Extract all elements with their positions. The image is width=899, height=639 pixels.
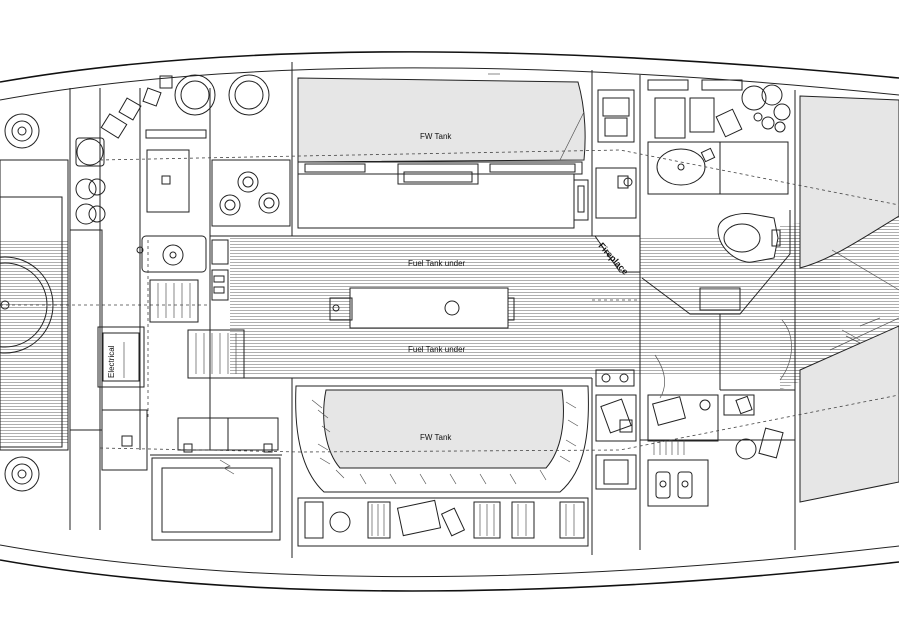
fuel-tank-lower-label: Fuel Tank under: [408, 345, 466, 354]
helm-pedestal: [0, 256, 54, 354]
refrigerator: [151, 457, 281, 541]
winch-top: [4, 113, 40, 149]
hull-inner-bottom: [0, 544, 899, 578]
galley-sink: [141, 235, 207, 273]
hatch-rings: [100, 113, 128, 139]
saloon: FW Tank Fuel Tank under Fuel Tank under …: [210, 62, 593, 558]
burner-1: [219, 194, 241, 216]
head-basin: [656, 148, 706, 186]
burner-3: [258, 192, 280, 214]
fw-tank-aft-label: FW Tank: [420, 433, 452, 442]
saloon-table: [349, 287, 509, 329]
forward-head: Fireplace: [592, 75, 867, 550]
electrical-label: Electrical: [107, 345, 116, 378]
fore-cabin: [799, 95, 899, 503]
galley: [101, 74, 291, 541]
fireplace: [594, 235, 641, 273]
galley-counter: [146, 149, 190, 213]
hull-outline: [0, 51, 899, 83]
electrical-panel: Electrical: [97, 326, 145, 388]
stove: [211, 159, 291, 227]
companionway: [69, 88, 106, 530]
fuel-tank-upper-label: Fuel Tank under: [408, 259, 466, 268]
hatch-port-2: [228, 74, 270, 116]
hatch-port-1: [174, 74, 216, 116]
settee-outer: [295, 385, 589, 493]
drainer-board: [149, 279, 199, 323]
hull-outline-bottom: [0, 559, 899, 592]
fw-tank-fwd-label: FW Tank: [420, 132, 452, 141]
reference-lines: [99, 149, 899, 453]
fw-tank-fwd: [297, 77, 586, 163]
shower-tray: [699, 287, 741, 311]
cockpit-area: [0, 113, 210, 492]
fw-tank-aft: [323, 389, 564, 469]
hull-inner-top: [0, 67, 899, 101]
forward-shower: [647, 459, 709, 507]
burner-2: [237, 171, 259, 193]
winch-bottom: [4, 456, 40, 492]
